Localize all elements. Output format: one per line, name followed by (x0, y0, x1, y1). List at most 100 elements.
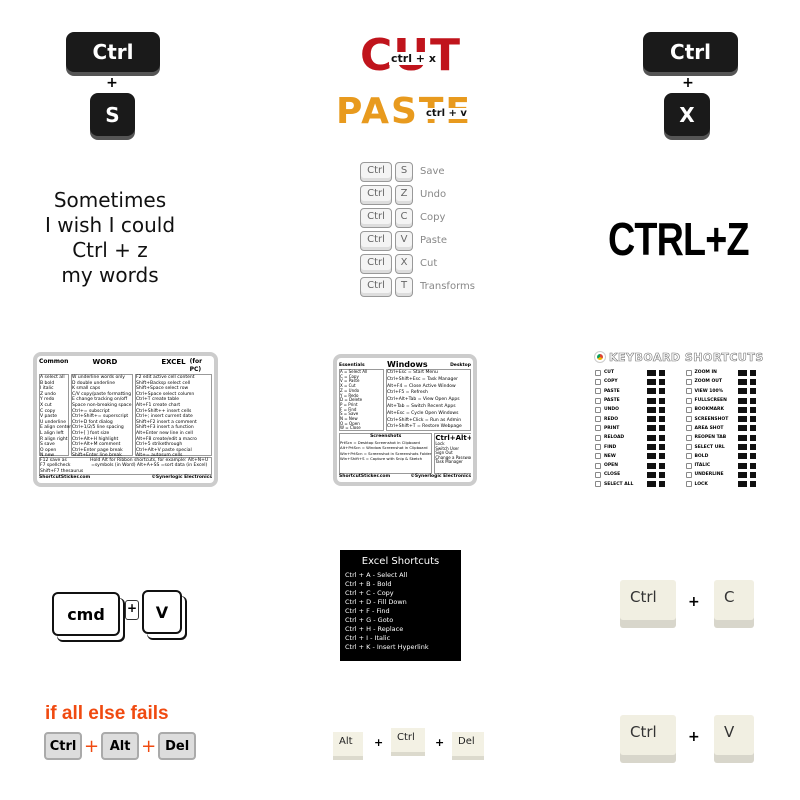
sheet-row: Ctrl+[ ] font size (72, 430, 110, 436)
key-chip (749, 471, 756, 478)
shortcut-label: PASTE (604, 398, 620, 404)
plus-sign: + (141, 735, 157, 757)
sheet-row: W = Close (340, 425, 361, 431)
action-label: Cut (420, 258, 438, 269)
shortcut-label: CUT (604, 370, 615, 376)
shortcut-label: UNDO (604, 407, 619, 413)
sheet-row: S = Save (340, 411, 359, 417)
plus-sign: + (125, 600, 139, 620)
word-header: WORD (92, 358, 118, 366)
sheet-row: Y redo (40, 397, 55, 403)
key-chip (647, 388, 656, 395)
quote-line: Sometimes (53, 188, 167, 212)
v-key: V (142, 590, 182, 634)
shortcut-row: PRINT (595, 424, 680, 433)
ctrl-key: Ctrl (360, 276, 392, 297)
key-chip (659, 378, 665, 385)
shortcut-label: SELECT ALL (604, 481, 634, 487)
brand-label: ©Synerlogic Electronics (151, 475, 212, 481)
sheet-row: PrtScn = Desktop Screenshot in Clipboard (340, 439, 420, 445)
ctrl-key: Ctrl (360, 253, 392, 274)
sheet-row: Ctrl+Esc = Start Menu (387, 370, 438, 375)
excel-shortcut-row: Ctrl + F - Find (345, 607, 390, 615)
sheet-row: N = New (340, 416, 358, 422)
sheet-row: Ctrl+Alt+V paste special (136, 447, 192, 453)
sheet-row: Alt+Tab = Switch Recent Apps (387, 403, 456, 409)
shortcut-label: AREA SHOT (694, 425, 724, 431)
shortcut-row: CUT (595, 368, 680, 377)
key-chip (647, 453, 656, 460)
shortcut-row: REDO (595, 414, 680, 423)
key-chip (647, 425, 656, 432)
site-label: ShortcutSticker.com (339, 474, 391, 480)
shortcut-icon (595, 378, 601, 385)
key-chip (737, 397, 747, 404)
key-chip (647, 378, 656, 385)
shortcut-label: LOCK (694, 481, 708, 487)
shortcut-row: COPY (595, 377, 680, 386)
shortcut-label: FULLSCREEN (694, 398, 727, 404)
shortcut-label: FIND (604, 444, 617, 450)
sheet-row: D double underline (72, 380, 115, 386)
shortcut-label: REDO (604, 416, 619, 422)
key-chip (647, 397, 656, 404)
excel-header: EXCEL (161, 358, 186, 366)
shortcut-row: SELECT ALL (595, 480, 680, 489)
shortcut-icon (595, 462, 601, 469)
shortcut-row: PASTE (595, 387, 680, 396)
shortcut-label: COPY (604, 379, 618, 385)
del-key: Del (158, 732, 197, 760)
ctrl-key: Ctrl (360, 184, 392, 205)
key-chip (749, 425, 756, 432)
shortcut-row: VIEW 100% (685, 387, 771, 396)
sheet-row: Change a Password (435, 454, 471, 460)
key-chip (647, 369, 656, 376)
shortcut-icon (595, 369, 601, 376)
quote-line: I wish I could (44, 213, 176, 237)
shortcut-label: ZOOM OUT (694, 379, 723, 385)
shortcut-row: UNDERLINE (685, 470, 771, 479)
cmd-key: cmd (52, 592, 120, 636)
if-all-else-fails-text: if all else fails (45, 703, 169, 724)
ctrl-key: Ctrl (620, 580, 676, 620)
sheet-row: W underline words only (72, 375, 125, 380)
ctrl-key: Ctrl (360, 161, 392, 182)
key-chip (737, 406, 747, 413)
sheet-row: C = Copy (340, 373, 359, 379)
shortcut-icon (595, 481, 601, 488)
shortcut-label: SELECT URL (694, 444, 725, 450)
shortcut-label: OPEN (604, 463, 618, 469)
key-chip (749, 416, 756, 423)
shortcut-row: ITALIC (685, 461, 771, 470)
plus-sign: + (374, 736, 384, 749)
shortcut-icon (685, 471, 692, 478)
key-chip (647, 406, 656, 413)
plus-sign: + (106, 75, 118, 91)
action-label: Save (420, 166, 445, 177)
letter-key: X (395, 253, 413, 274)
shortcut-icon (685, 388, 692, 395)
tile-windows-sheet[interactable]: Essentials Windows Desktop A = Select Al… (333, 354, 477, 486)
shortcut-icon (595, 444, 601, 451)
sheet-row: U underline (40, 419, 67, 425)
shortcut-icon (595, 471, 601, 478)
key-chip (737, 434, 747, 441)
tile-ctrl-z[interactable]: CTRL+Z (608, 212, 750, 266)
key-chip (749, 444, 756, 451)
key-chip (749, 378, 756, 385)
sheet-row: Ctrl+Shift+T = Restore Webpage (387, 424, 462, 430)
shortcut-icon (685, 444, 692, 451)
key-chip (659, 434, 665, 441)
for-pc: (for PC) (189, 358, 203, 373)
tile-quote[interactable]: Sometimes I wish I could Ctrl + z my wor… (20, 188, 200, 288)
v-key: V (714, 715, 754, 755)
key-chip (659, 416, 665, 423)
shortcut-icon (685, 416, 692, 423)
